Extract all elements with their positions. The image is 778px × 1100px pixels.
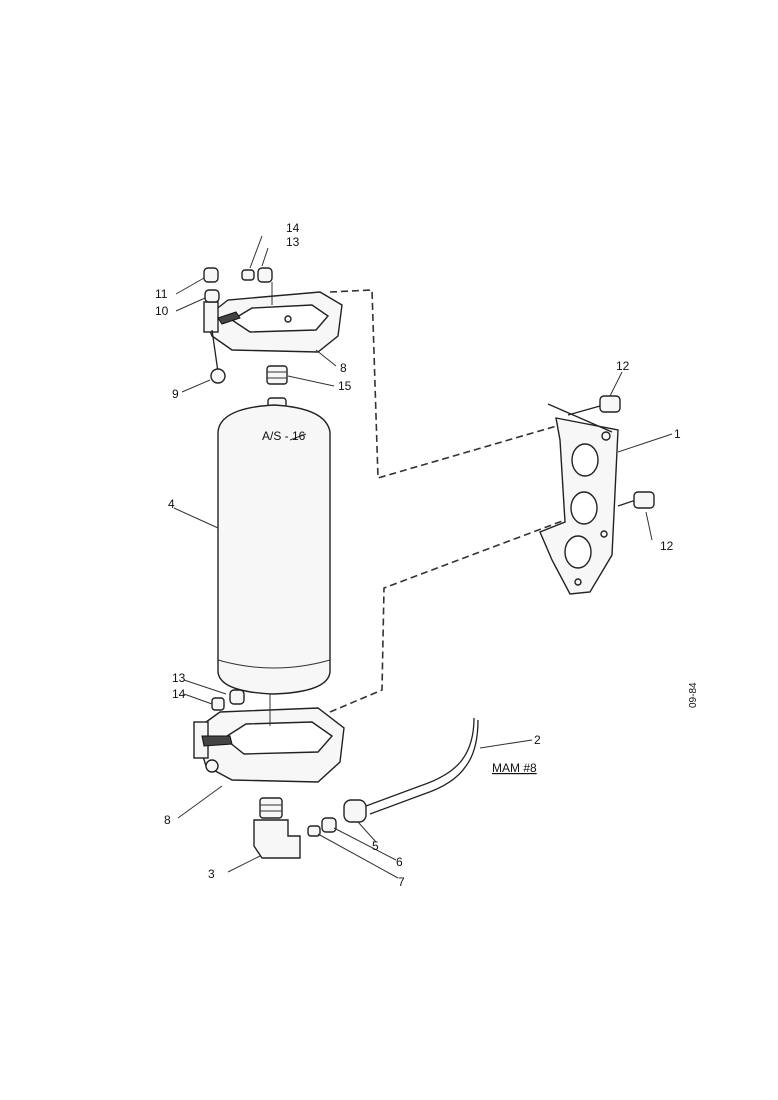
callout-12-top: 12	[616, 359, 630, 373]
callout-5: 5	[372, 839, 379, 853]
callout-11: 11	[155, 287, 168, 301]
callout-7: 7	[398, 875, 405, 889]
callout-14-top: 14	[286, 221, 300, 235]
callout-8-bottom: 8	[164, 813, 171, 827]
lower-clamp-part	[193, 689, 345, 783]
cylinder-part	[217, 397, 331, 695]
fitting-parts	[253, 717, 479, 859]
bracket-plate-part	[539, 403, 619, 595]
callout-6: 6	[396, 855, 403, 869]
callout-9: 9	[172, 387, 179, 401]
callout-4: 4	[168, 497, 175, 511]
callout-2-reference: MAM #8	[492, 761, 537, 775]
callout-12-bottom: 12	[660, 539, 674, 553]
callout-13-bottom: 13	[172, 671, 186, 685]
callout-1: 1	[674, 427, 681, 441]
margin-code: 09-84	[688, 682, 699, 708]
callout-3: 3	[208, 867, 215, 881]
top-fasteners	[203, 267, 288, 385]
assembly-path-lines	[329, 289, 566, 713]
callout-16: A/S - 16	[262, 429, 306, 443]
upper-clamp-part	[203, 291, 343, 353]
callout-15: 15	[338, 379, 352, 393]
leader-lines	[173, 235, 673, 879]
callout-13-top: 13	[286, 235, 300, 249]
bolt-parts	[567, 395, 655, 509]
callout-10: 10	[155, 304, 169, 318]
callout-8-top: 8	[340, 361, 347, 375]
callout-2: 2	[534, 733, 541, 747]
callout-labels: 14 13 11 10 8 9 15 A/S - 16 4 12 1 12 13…	[155, 221, 699, 889]
callout-14-bottom: 14	[172, 687, 186, 701]
